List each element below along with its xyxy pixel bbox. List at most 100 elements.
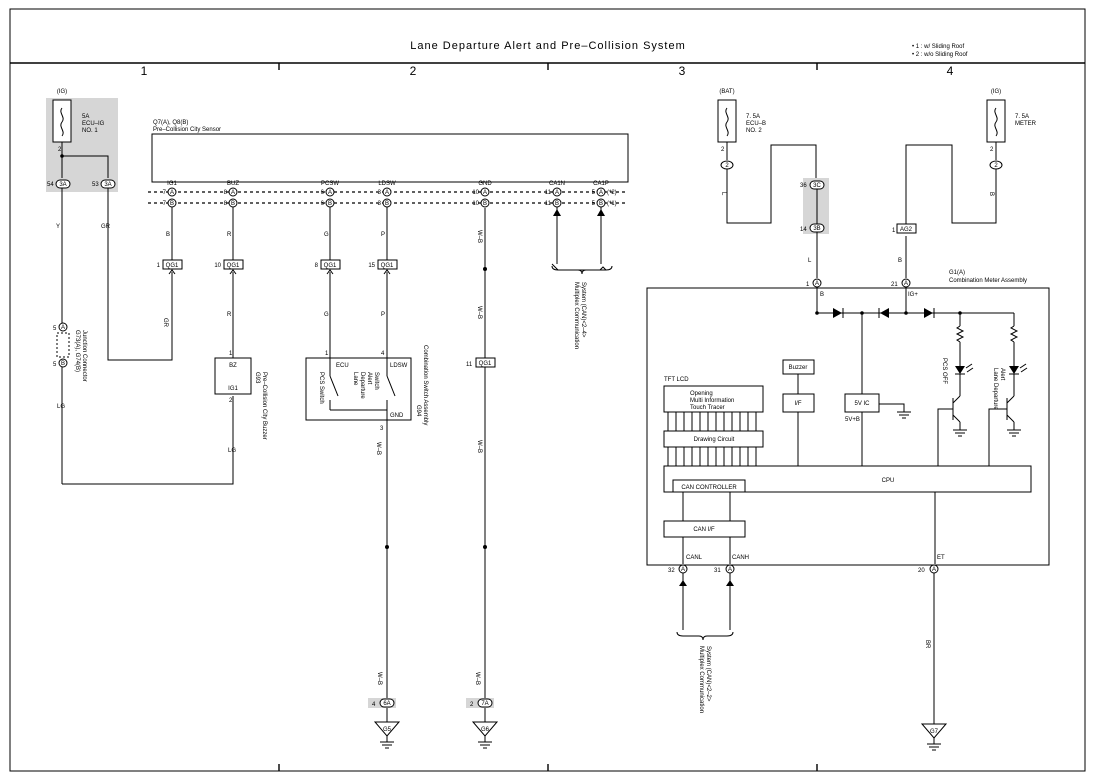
diode-icon <box>880 308 889 318</box>
fuse-ecu-b: (BAT) 7. 5A ECU–B NO. 2 2 2 L <box>717 89 817 224</box>
svg-text:Combination Meter Assembly: Combination Meter Assembly <box>949 278 1027 284</box>
svg-text:ET: ET <box>937 555 945 561</box>
svg-text:ECU–B: ECU–B <box>746 121 766 127</box>
pre-collision-city-buzzer: R 1 BZ IG1 2 LG G93 Pre–Collision City B… <box>214 272 267 454</box>
svg-text:CAN CONTROLLER: CAN CONTROLLER <box>681 485 737 491</box>
svg-text:CPU: CPU <box>882 478 895 484</box>
svg-text:G7: G7 <box>930 729 939 735</box>
ground-g7: BR G7 <box>920 573 948 751</box>
fuse-ecu-ig: (IG) 5A ECU–IG NO. 1 2 <box>46 89 118 192</box>
combination-meter-assembly: G1(A) Combination Meter Assembly 1 A B 2… <box>646 270 1050 574</box>
pin-letter: B <box>328 201 332 207</box>
svg-text:3C: 3C <box>813 183 821 189</box>
pin-letter: A <box>555 190 559 196</box>
wire-gr <box>107 188 173 361</box>
svg-text:TFT LCD: TFT LCD <box>664 377 689 383</box>
column-markers: 1 2 3 4 <box>141 63 954 771</box>
svg-text:6A: 6A <box>383 701 390 707</box>
svg-text:Opening: Opening <box>690 391 713 397</box>
svg-text:Departure: Departure <box>359 372 365 399</box>
svg-text:Buzzer: Buzzer <box>789 365 808 371</box>
svg-text:Multi Information: Multi Information <box>690 398 734 404</box>
wire-lg <box>62 396 234 485</box>
note-2: • 2 : w/o Sliding Roof <box>912 52 968 58</box>
svg-text:ECU–IG: ECU–IG <box>82 121 105 127</box>
svg-text:ECU: ECU <box>336 363 349 369</box>
svg-text:A: A <box>61 325 65 331</box>
svg-text:2: 2 <box>58 147 62 153</box>
wire-color: R <box>227 232 232 238</box>
svg-text:21: 21 <box>891 282 898 288</box>
connector-arrow-icon <box>168 269 176 275</box>
pin-note: (*2) <box>607 190 617 196</box>
pin-a <box>167 187 177 197</box>
svg-text:5V IC: 5V IC <box>854 401 870 407</box>
pin-note: (*1) <box>607 201 617 207</box>
conn-number: 8 <box>315 263 319 269</box>
svg-text:GR: GR <box>162 318 168 328</box>
conn-number: 1 <box>157 263 161 269</box>
svg-text:Pre–Collision City Buzzer: Pre–Collision City Buzzer <box>261 372 267 440</box>
svg-text:L: L <box>720 192 726 196</box>
diode-icon <box>833 308 842 318</box>
conn-label: QG1 <box>381 263 394 269</box>
svg-text:54: 54 <box>47 182 54 188</box>
pin-a <box>552 187 562 197</box>
column-3-label: 3 <box>679 64 686 78</box>
pin-number: 7 <box>163 201 167 207</box>
pin-number: 10 <box>472 201 479 207</box>
arrow-icon <box>553 209 561 216</box>
svg-text:Multiplex Communication: Multiplex Communication <box>573 282 579 349</box>
pin-letter: A <box>231 190 235 196</box>
svg-text:G94: G94 <box>415 405 421 417</box>
svg-text:Pre–Collision City Sensor: Pre–Collision City Sensor <box>153 127 221 133</box>
svg-text:W–B: W–B <box>476 230 482 243</box>
svg-text:Alert: Alert <box>999 368 1005 381</box>
svg-text:Switch: Switch <box>373 372 379 390</box>
svg-text:Junction Connector: Junction Connector <box>81 330 87 382</box>
svg-text:G5: G5 <box>383 727 392 733</box>
pin-letter: B <box>231 201 235 207</box>
pin-letter: A <box>328 190 332 196</box>
pin-letter: B <box>599 201 603 207</box>
connector-arrow-icon <box>229 269 237 275</box>
svg-text:53: 53 <box>92 182 99 188</box>
svg-text:Drawing Circuit: Drawing Circuit <box>694 437 735 443</box>
pin-number: 8 <box>224 201 228 207</box>
pin-letter: B <box>483 201 487 207</box>
fuse-icon <box>60 107 64 137</box>
svg-text:Q7(A), Q8(B): Q7(A), Q8(B) <box>153 120 188 126</box>
svg-text:14: 14 <box>800 227 807 233</box>
svg-text:LG: LG <box>228 448 236 454</box>
note-1: • 1 : w/ Sliding Roof <box>912 44 964 50</box>
svg-text:36: 36 <box>800 183 807 189</box>
svg-text:A: A <box>681 567 685 573</box>
svg-text:W–B: W–B <box>375 442 381 455</box>
svg-text:B: B <box>988 192 994 196</box>
svg-text:G6: G6 <box>481 727 490 733</box>
pin-letter: A <box>483 190 487 196</box>
svg-text:2: 2 <box>990 147 994 153</box>
pin-a <box>228 187 238 197</box>
pin-a <box>480 187 490 197</box>
svg-text:4: 4 <box>381 351 385 357</box>
pin-number: 6 <box>321 201 325 207</box>
svg-text:2: 2 <box>470 702 474 708</box>
svg-text:METER: METER <box>1015 121 1037 127</box>
pin-b <box>480 198 490 208</box>
pin-letter: B <box>385 201 389 207</box>
terminal-label: IG1 <box>167 181 177 187</box>
wire-lg-label: LG <box>57 404 65 410</box>
svg-text:5V+B: 5V+B <box>845 417 860 423</box>
pin-number: 5 <box>592 201 596 207</box>
svg-text:2: 2 <box>994 163 998 169</box>
svg-text:20: 20 <box>918 568 925 574</box>
svg-text:2: 2 <box>725 163 729 169</box>
conn-qg1 <box>162 259 183 270</box>
svg-text:PCS Switch: PCS Switch <box>318 372 324 404</box>
column-4-label: 4 <box>947 64 954 78</box>
pin-letter: B <box>555 201 559 207</box>
svg-text:1: 1 <box>892 228 896 234</box>
